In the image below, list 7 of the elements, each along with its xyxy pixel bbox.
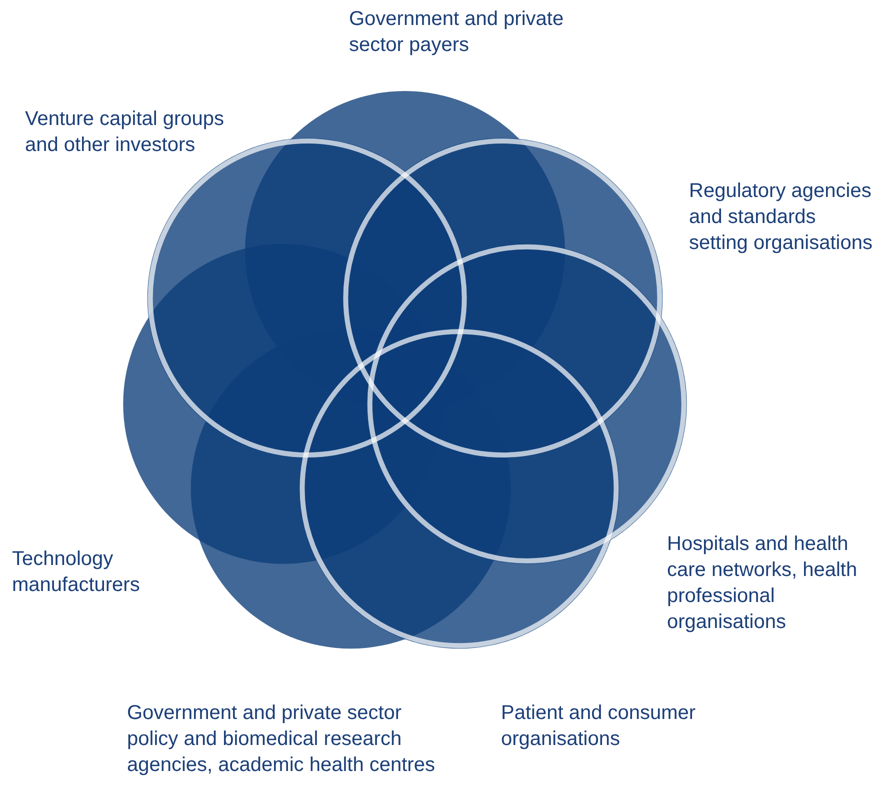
stakeholder-label: Technology manufacturers (12, 547, 141, 598)
stakeholder-label: Government and private sector policy and biomedical research agencies, academic health centres (127, 701, 436, 778)
stakeholder-label: Venture capital groups and other investors (25, 107, 225, 158)
stakeholder-label: Government and private sector payers (349, 7, 565, 58)
stakeholder-label: Regulatory agencies and standards setting organisations (689, 179, 874, 256)
stakeholder-label: Hospitals and health care networks, health professional organisations (667, 532, 858, 635)
stakeholder-label: Patient and consumer organisations (501, 701, 697, 752)
